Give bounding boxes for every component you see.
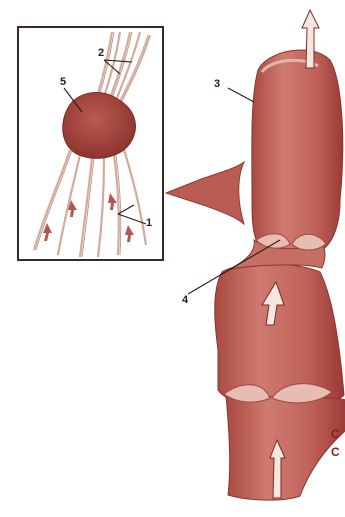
- label-2: 2: [98, 47, 104, 59]
- label-5: 5: [60, 76, 66, 88]
- vessel-tail: [226, 395, 345, 500]
- magnify-arrow: [166, 162, 244, 224]
- label-3: 3: [214, 78, 220, 90]
- leader-line-3: [228, 88, 254, 102]
- inset-panel: [18, 27, 163, 260]
- caption-line-1: C: [331, 425, 340, 443]
- caption-line-2: C: [331, 443, 340, 461]
- lymphatic-vessel: [215, 10, 345, 500]
- vessel-segment-upper: [252, 50, 343, 253]
- vessel-segment-lower: [215, 264, 344, 409]
- label-1: 1: [146, 217, 152, 229]
- label-4: 4: [182, 294, 189, 306]
